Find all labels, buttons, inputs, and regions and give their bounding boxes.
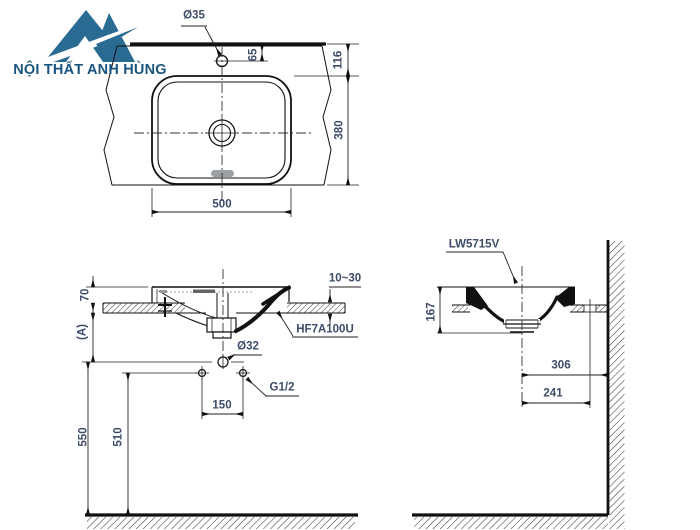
side-view-product-code-label: LW5715V	[448, 238, 500, 251]
front-view-supply-thread-label: G1/2	[269, 381, 295, 394]
side-view-center-to-wall-dim: 306	[551, 359, 571, 372]
front-view-drain-height-dim: 550	[77, 427, 90, 447]
top-view-faucet-offset-dim: 65	[247, 48, 260, 62]
brand-logo-icon	[40, 10, 138, 66]
side-view-basin-height-dim: 167	[425, 302, 438, 322]
front-view-a-dim: (A)	[76, 324, 89, 340]
front-view-drain-part-label: HF7A100U	[296, 323, 354, 336]
front-view-counter-thickness-label: 10~30	[328, 272, 362, 285]
front-view-supply-spacing-dim: 150	[212, 399, 232, 412]
top-view-faucet-hole-diameter-label: Ø35	[183, 9, 205, 22]
front-view-supply-height-dim: 510	[112, 427, 125, 447]
top-view-wall-to-rim-dim: 116	[332, 50, 345, 70]
side-view-center-to-hole-dim: 241	[543, 387, 563, 400]
front-view-rim-height-dim: 70	[79, 288, 92, 302]
top-view-basin-depth-dim: 380	[333, 120, 346, 140]
front-view-drain-diameter-label: Ø32	[237, 340, 259, 353]
brand-name: NỘI THẤT ANH HÙNG	[13, 62, 167, 78]
top-view-basin-width-dim: 500	[212, 198, 232, 211]
